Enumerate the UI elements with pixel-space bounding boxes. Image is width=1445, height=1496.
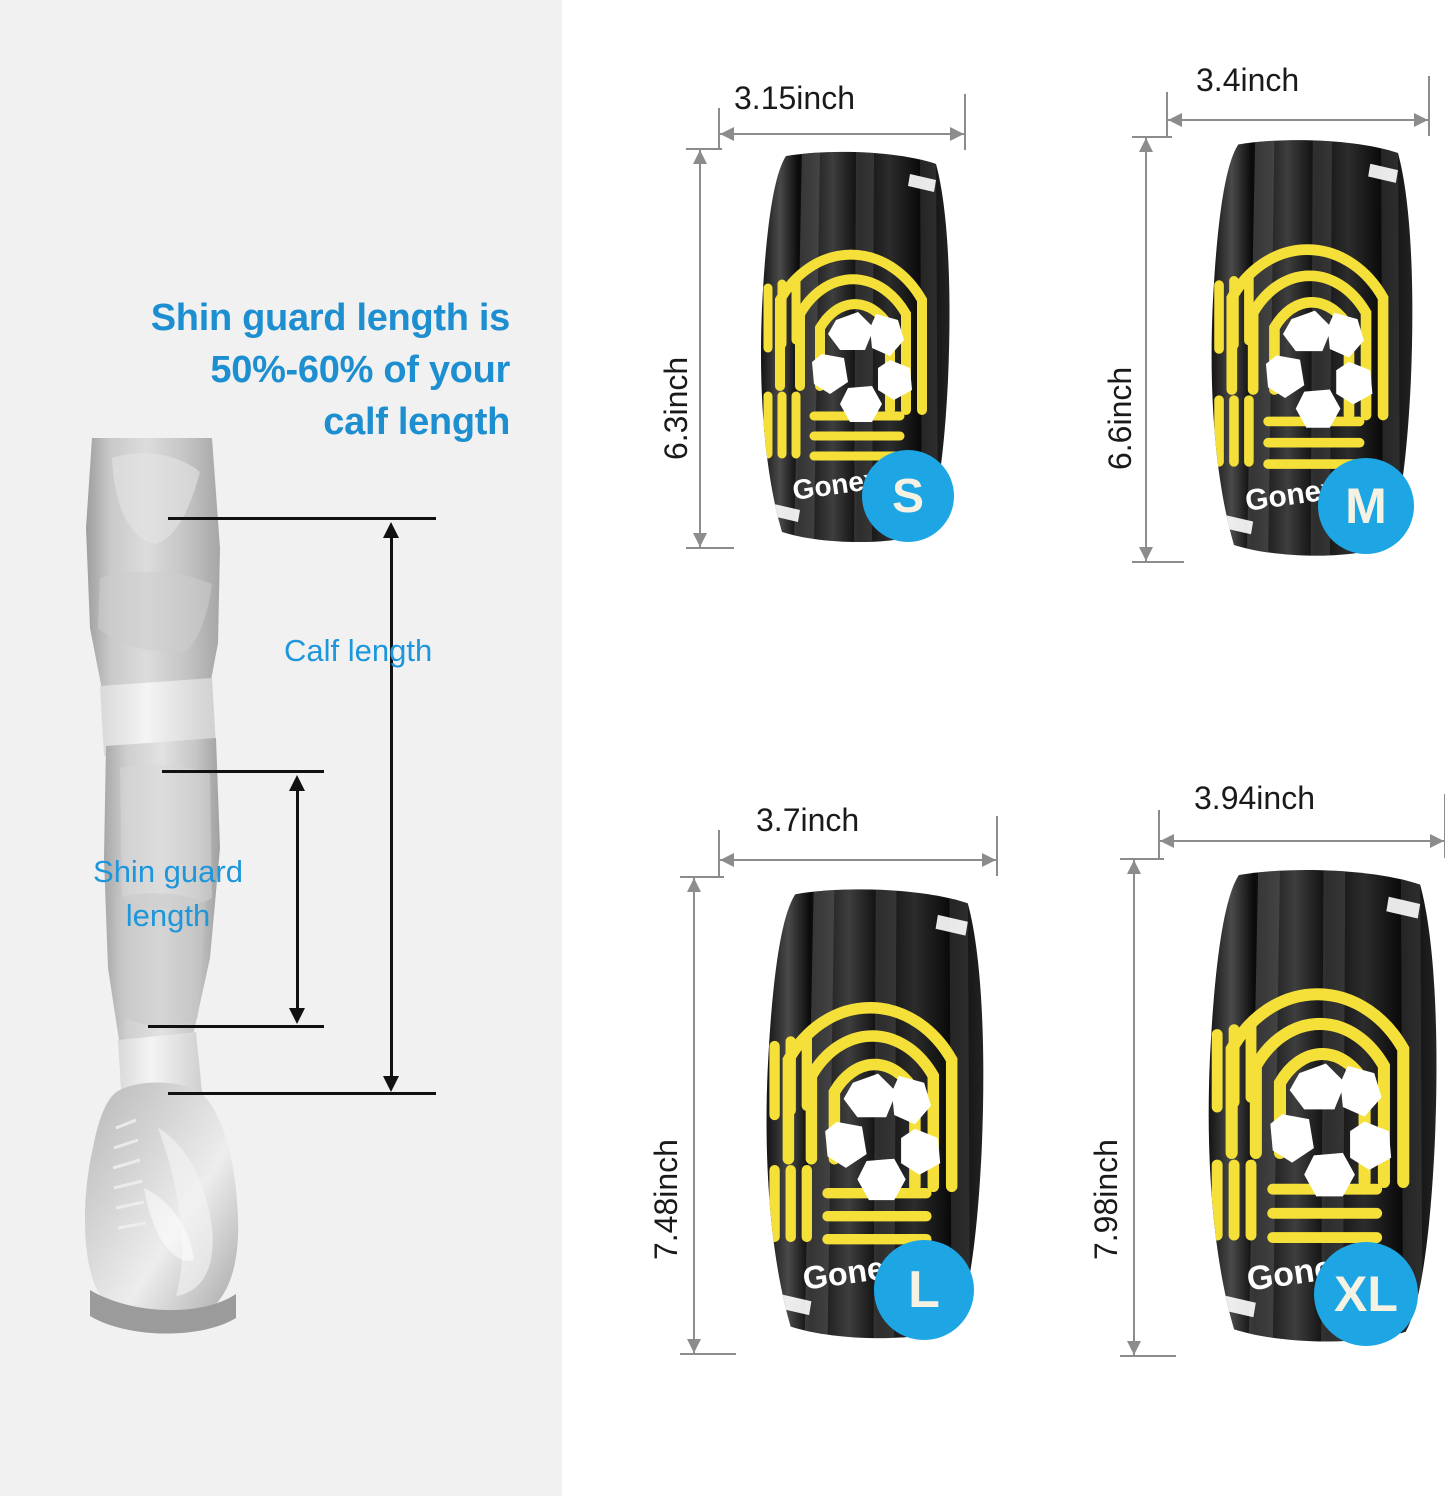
size-badge-l: L xyxy=(874,1240,974,1340)
guard-xl-height-arrow-up-icon xyxy=(1127,860,1141,874)
guard-m-height-arrow-up-icon xyxy=(1139,138,1153,152)
guard-s-height-dimline xyxy=(699,150,701,547)
leg-photo xyxy=(60,428,280,1338)
headline-line-2: 50%-60% of your xyxy=(210,349,510,391)
guard-l-height-arrow-up-icon xyxy=(687,878,701,892)
guard-m-width-arrow-right-icon xyxy=(1414,113,1428,127)
size-badge-xl-label: XL xyxy=(1334,1266,1398,1322)
guard-m-height-arrow-down-icon xyxy=(1139,547,1153,561)
guard-xl-height-ext-top xyxy=(1120,858,1164,860)
guard-xl-width-arrow-left-icon xyxy=(1160,834,1174,848)
calf-bottom-leader xyxy=(168,1092,436,1095)
guard-l-height-ext-top xyxy=(680,876,724,878)
leg-illustration xyxy=(84,438,239,1334)
guard-s-width-ext-right xyxy=(964,94,966,150)
calf-dimension-line xyxy=(390,530,393,1080)
guard-s-width-arrow-left-icon xyxy=(720,127,734,141)
shin-guard-length-label: Shin guard length xyxy=(58,850,278,938)
guard-s-width-ext-left xyxy=(718,108,720,150)
guard-xl-width-ext-left xyxy=(1158,810,1160,858)
guard-s-height-ext-bottom xyxy=(686,547,734,549)
shin-top-leader xyxy=(162,770,324,773)
shin-dimension-line xyxy=(296,784,299,1012)
guard-l-width-label: 3.7inch xyxy=(756,802,860,838)
guard-m-width-ext-left xyxy=(1166,92,1168,136)
guard-s-height-arrow-down-icon xyxy=(693,533,707,547)
guard-l-height-arrow-down-icon xyxy=(687,1339,701,1353)
guard-m-height-ext-top xyxy=(1132,136,1172,138)
shin-label-line-2: length xyxy=(125,898,211,933)
guard-l-height-ext-bottom xyxy=(680,1353,736,1355)
size-badge-s-label: S xyxy=(891,469,924,523)
guard-l-width-arrow-right-icon xyxy=(982,853,996,867)
shin-guard-image-l: Gonex xyxy=(766,889,984,1339)
calf-top-leader xyxy=(168,517,436,520)
guard-l-height-dimline xyxy=(693,878,695,1353)
guard-m-height-label: 6.6inch xyxy=(1102,366,1138,470)
guard-xl-height-dimline xyxy=(1133,860,1135,1355)
guard-size-grid: 3.15inch 6.3inch xyxy=(562,0,1445,1496)
guard-xl-width-dimline xyxy=(1160,840,1444,842)
guard-cell-s: 3.15inch 6.3inch xyxy=(622,60,1022,620)
calf-arrow-down-icon xyxy=(383,1076,399,1092)
size-badge-s: S xyxy=(862,450,954,542)
shin-arrow-up-icon xyxy=(289,775,305,791)
shin-arrow-down-icon xyxy=(289,1008,305,1024)
guard-s-height-label: 6.3inch xyxy=(658,356,694,460)
guard-l-width-ext-left xyxy=(718,830,720,876)
guard-s-width-dimline xyxy=(720,133,964,135)
guard-m-width-dimline xyxy=(1168,119,1428,121)
calf-length-label: Calf length xyxy=(284,633,433,668)
guard-xl-height-label: 7.98inch xyxy=(1088,1139,1124,1260)
guard-l-width-ext-right xyxy=(996,816,998,876)
size-badge-l-label: L xyxy=(908,1261,940,1319)
headline: Shin guard length is 50%-60% of your cal… xyxy=(30,292,511,448)
guard-xl-width-label: 3.94inch xyxy=(1194,780,1315,816)
guard-s-width-arrow-right-icon xyxy=(950,127,964,141)
guard-s-width-label: 3.15inch xyxy=(734,80,855,116)
headline-line-3: calf length xyxy=(323,401,510,443)
shin-guard-image-m: Gonex xyxy=(1211,140,1413,556)
size-badge-m: M xyxy=(1318,458,1414,554)
left-panel: Shin guard length is 50%-60% of your cal… xyxy=(0,0,562,1496)
guard-cell-xl: 3.94inch 7.98inch xyxy=(1052,760,1445,1400)
guard-xl-height-arrow-down-icon xyxy=(1127,1341,1141,1355)
shin-label-line-1: Shin guard xyxy=(93,854,243,889)
calf-arrow-up-icon xyxy=(383,522,399,538)
headline-line-1: Shin guard length is xyxy=(150,297,511,339)
shin-guard-image-s: Gonex xyxy=(760,151,950,543)
guard-m-width-label: 3.4inch xyxy=(1196,62,1300,98)
guard-m-height-ext-bottom xyxy=(1132,561,1184,563)
size-badge-xl: XL xyxy=(1314,1242,1418,1346)
guard-s-height-arrow-up-icon xyxy=(693,150,707,164)
guard-l-width-arrow-left-icon xyxy=(720,853,734,867)
guard-s-height-ext-top xyxy=(686,148,722,150)
guard-m-width-arrow-left-icon xyxy=(1168,113,1182,127)
guard-m-height-dimline xyxy=(1145,138,1147,561)
guard-m-width-ext-right xyxy=(1428,76,1430,136)
shin-guard-image-xl: Gonex xyxy=(1208,869,1437,1342)
guard-l-height-label: 7.48inch xyxy=(648,1139,684,1260)
size-badge-m-label: M xyxy=(1345,478,1387,534)
guard-l-width-dimline xyxy=(720,859,996,861)
shin-bottom-leader xyxy=(148,1025,324,1028)
guard-xl-width-arrow-right-icon xyxy=(1430,834,1444,848)
guard-xl-height-ext-bottom xyxy=(1120,1355,1176,1357)
guard-cell-l: 3.7inch 7.48inch xyxy=(608,780,1028,1400)
guard-cell-m: 3.4inch 6.6inch xyxy=(1062,40,1445,620)
